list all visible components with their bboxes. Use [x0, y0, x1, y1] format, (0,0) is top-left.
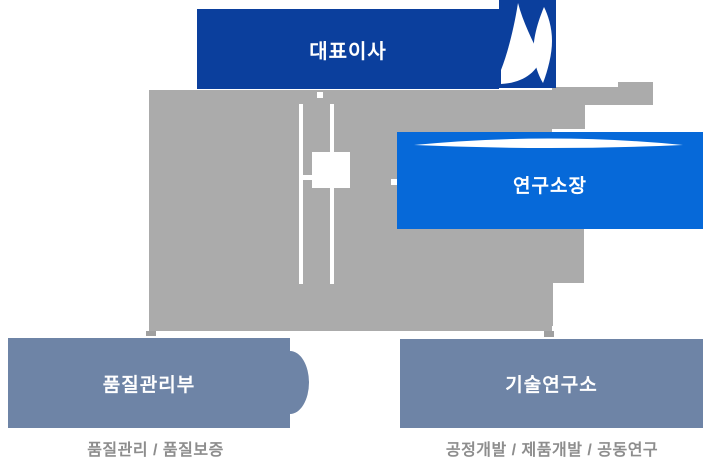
connector-stub-left — [146, 331, 156, 336]
connector-node-box — [312, 152, 350, 188]
connector-hstub — [299, 175, 314, 180]
ceo-node: 대표이사 — [197, 9, 499, 89]
placeholder-image-column-bottom — [550, 229, 584, 283]
placeholder-image-column-top — [552, 105, 585, 129]
quality-dept-label: 품질관리부 — [102, 374, 196, 396]
placeholder-image-strip — [552, 87, 653, 105]
deco-crescents-icon — [499, 0, 556, 88]
connector-tick — [391, 179, 397, 185]
connector-vline-left — [299, 104, 303, 284]
research-director-label: 연구소장 — [513, 176, 587, 197]
connector-stub-right — [544, 331, 554, 337]
quality-dept-node: 품질관리부 — [8, 338, 290, 428]
quality-caption: 품질관리 / 품질보증 — [87, 442, 224, 459]
placeholder-image-step — [618, 82, 653, 88]
ceo-node-label: 대표이사 — [309, 40, 387, 63]
tech-institute-label: 기술연구소 — [505, 375, 598, 396]
connector-vline-right — [330, 104, 334, 284]
tech-caption: 공정개발 / 제품개발 / 공동연구 — [445, 442, 659, 459]
connector-dash-a — [317, 92, 323, 98]
research-director-node: 연구소장 — [397, 132, 703, 229]
placeholder-image-sliver — [550, 283, 553, 326]
tech-institute-node: 기술연구소 — [400, 339, 703, 428]
